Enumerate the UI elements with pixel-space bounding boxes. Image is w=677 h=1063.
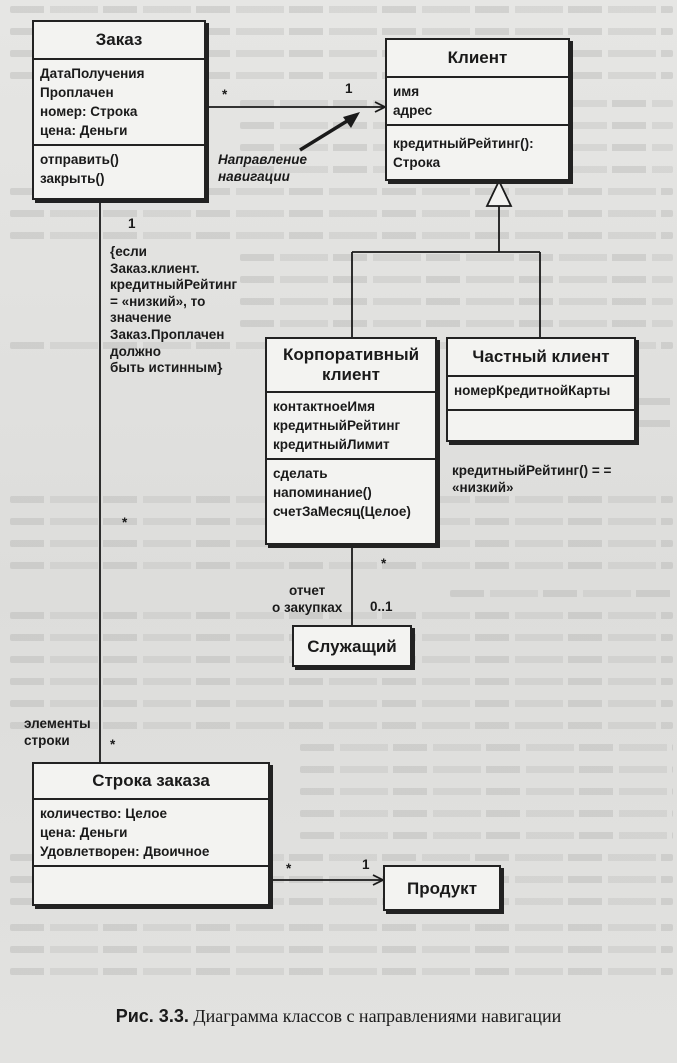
- attribute: ДатаПолучения: [40, 66, 145, 81]
- attribute: Проплачен: [40, 85, 114, 100]
- attribute: имя: [393, 84, 420, 99]
- figure-number: Рис. 3.3.: [115, 1006, 189, 1026]
- multiplicity-line-items-many: *: [110, 737, 116, 752]
- class-client-operations: кредитныйРейтинг(): Строка: [387, 124, 568, 176]
- class-order-line-name: Строка заказа: [92, 771, 210, 790]
- private-client-constraint: кредитныйРейтинг() = = «низкий»: [452, 462, 611, 496]
- label-line: строки: [24, 733, 70, 748]
- constraint-line: {если: [110, 244, 147, 259]
- constraint-line: быть истинным}: [110, 360, 223, 376]
- multiplicity-client-one: 1: [345, 81, 353, 96]
- class-order-line-attributes: количество: Целое цена: Деньги Удовлетво…: [34, 798, 268, 865]
- operation: сделать: [273, 466, 328, 481]
- multiplicity-line-product-many: *: [286, 861, 292, 876]
- operation: закрыть(): [40, 171, 105, 186]
- figure-caption: Рис. 3.3. Диаграмма классов с направлени…: [0, 1006, 677, 1027]
- class-corporate-client-name: Корпоративный клиент: [267, 339, 435, 391]
- constraint-line: «низкий»: [452, 480, 514, 495]
- multiplicity-employee: 0..1: [370, 599, 393, 614]
- attribute: кредитныйЛимит: [273, 437, 390, 452]
- class-client-attributes: имя адрес: [387, 76, 568, 124]
- multiplicity-order-mid-many: *: [122, 515, 128, 530]
- label-line: Направление: [218, 152, 308, 167]
- attribute: цена: Деньги: [40, 123, 128, 138]
- class-client[interactable]: Клиент имя адрес кредитныйРейтинг(): Стр…: [385, 38, 570, 181]
- class-order-line[interactable]: Строка заказа количество: Целое цена: Де…: [32, 762, 270, 906]
- class-order-name: Заказ: [95, 30, 143, 49]
- operation: Строка: [393, 155, 441, 170]
- class-employee[interactable]: Служащий: [292, 625, 412, 667]
- attribute: цена: Деньги: [40, 825, 128, 840]
- attribute: номерКредитнойКарты: [454, 383, 611, 398]
- multiplicity-product-one: 1: [362, 857, 370, 872]
- operation: отправить(): [40, 152, 119, 167]
- line-items-label: элементы строки: [24, 715, 91, 749]
- class-order-operations: отправить() закрыть(): [34, 144, 204, 192]
- constraint-note: {если Заказ.клиент. кредитныйРейтинг = «…: [110, 244, 237, 377]
- attribute: кредитныйРейтинг: [273, 418, 401, 433]
- sales-report-label: отчет о закупках: [272, 582, 342, 616]
- class-employee-name: Служащий: [307, 637, 397, 656]
- nav-direction-label: Направление навигации: [218, 151, 307, 185]
- attribute: контактноеИмя: [273, 399, 375, 414]
- class-private-client-operations: [448, 409, 634, 436]
- class-client-name: Клиент: [447, 48, 508, 67]
- attribute: номер: Строка: [40, 104, 138, 119]
- operation: напоминание(): [273, 485, 372, 500]
- class-private-client-attributes: номерКредитнойКарты: [448, 375, 634, 409]
- constraint-line: значение: [110, 310, 172, 326]
- class-corporate-client-operations: сделать напоминание() счетЗаМесяц(Целое): [267, 458, 435, 525]
- class-product-name: Продукт: [406, 879, 478, 898]
- class-order-line-operations: [34, 865, 268, 891]
- constraint-line: кредитныйРейтинг() = =: [452, 463, 612, 478]
- nav-pointer-arrowhead: [343, 112, 360, 128]
- class-private-client[interactable]: Частный клиент номерКредитнойКарты: [446, 337, 636, 442]
- figure-title: Диаграмма классов с направлениями навига…: [193, 1006, 562, 1026]
- constraint-line: кредитныйРейтинг: [110, 277, 238, 293]
- attribute: Удовлетворен: Двоичное: [40, 844, 210, 859]
- constraint-line: Заказ.Проплачен: [110, 326, 225, 342]
- class-corporate-client[interactable]: Корпоративный клиент контактноеИмя креди…: [265, 337, 437, 545]
- label-line: элементы: [24, 716, 91, 731]
- class-name-line: Корпоративный: [282, 345, 420, 364]
- class-product[interactable]: Продукт: [383, 865, 501, 911]
- label-line: отчет: [288, 583, 326, 598]
- class-corporate-client-attributes: контактноеИмя кредитныйРейтинг кредитный…: [267, 391, 435, 458]
- label-line: о закупках: [272, 600, 343, 615]
- generalization-triangle: [485, 178, 513, 207]
- class-order[interactable]: Заказ ДатаПолучения Проплачен номер: Стр…: [32, 20, 206, 200]
- operation: кредитныйРейтинг():: [393, 136, 534, 151]
- class-name-line: клиент: [321, 365, 380, 384]
- multiplicity-order-one: 1: [128, 216, 136, 231]
- label-line: навигации: [218, 169, 290, 184]
- constraint-line: Заказ.клиент.: [110, 260, 200, 276]
- class-order-attributes: ДатаПолучения Проплачен номер: Строка це…: [34, 58, 204, 144]
- operation: счетЗаМесяц(Целое): [273, 504, 411, 519]
- attribute: количество: Целое: [40, 806, 167, 821]
- multiplicity-order-many: *: [222, 87, 228, 102]
- attribute: адрес: [393, 103, 433, 118]
- class-private-client-name: Частный клиент: [472, 347, 610, 366]
- constraint-line: = «низкий», то: [110, 293, 206, 309]
- nav-pointer-arrow: [299, 116, 353, 152]
- multiplicity-corporate-many: *: [381, 556, 387, 571]
- constraint-line: должно: [110, 343, 162, 359]
